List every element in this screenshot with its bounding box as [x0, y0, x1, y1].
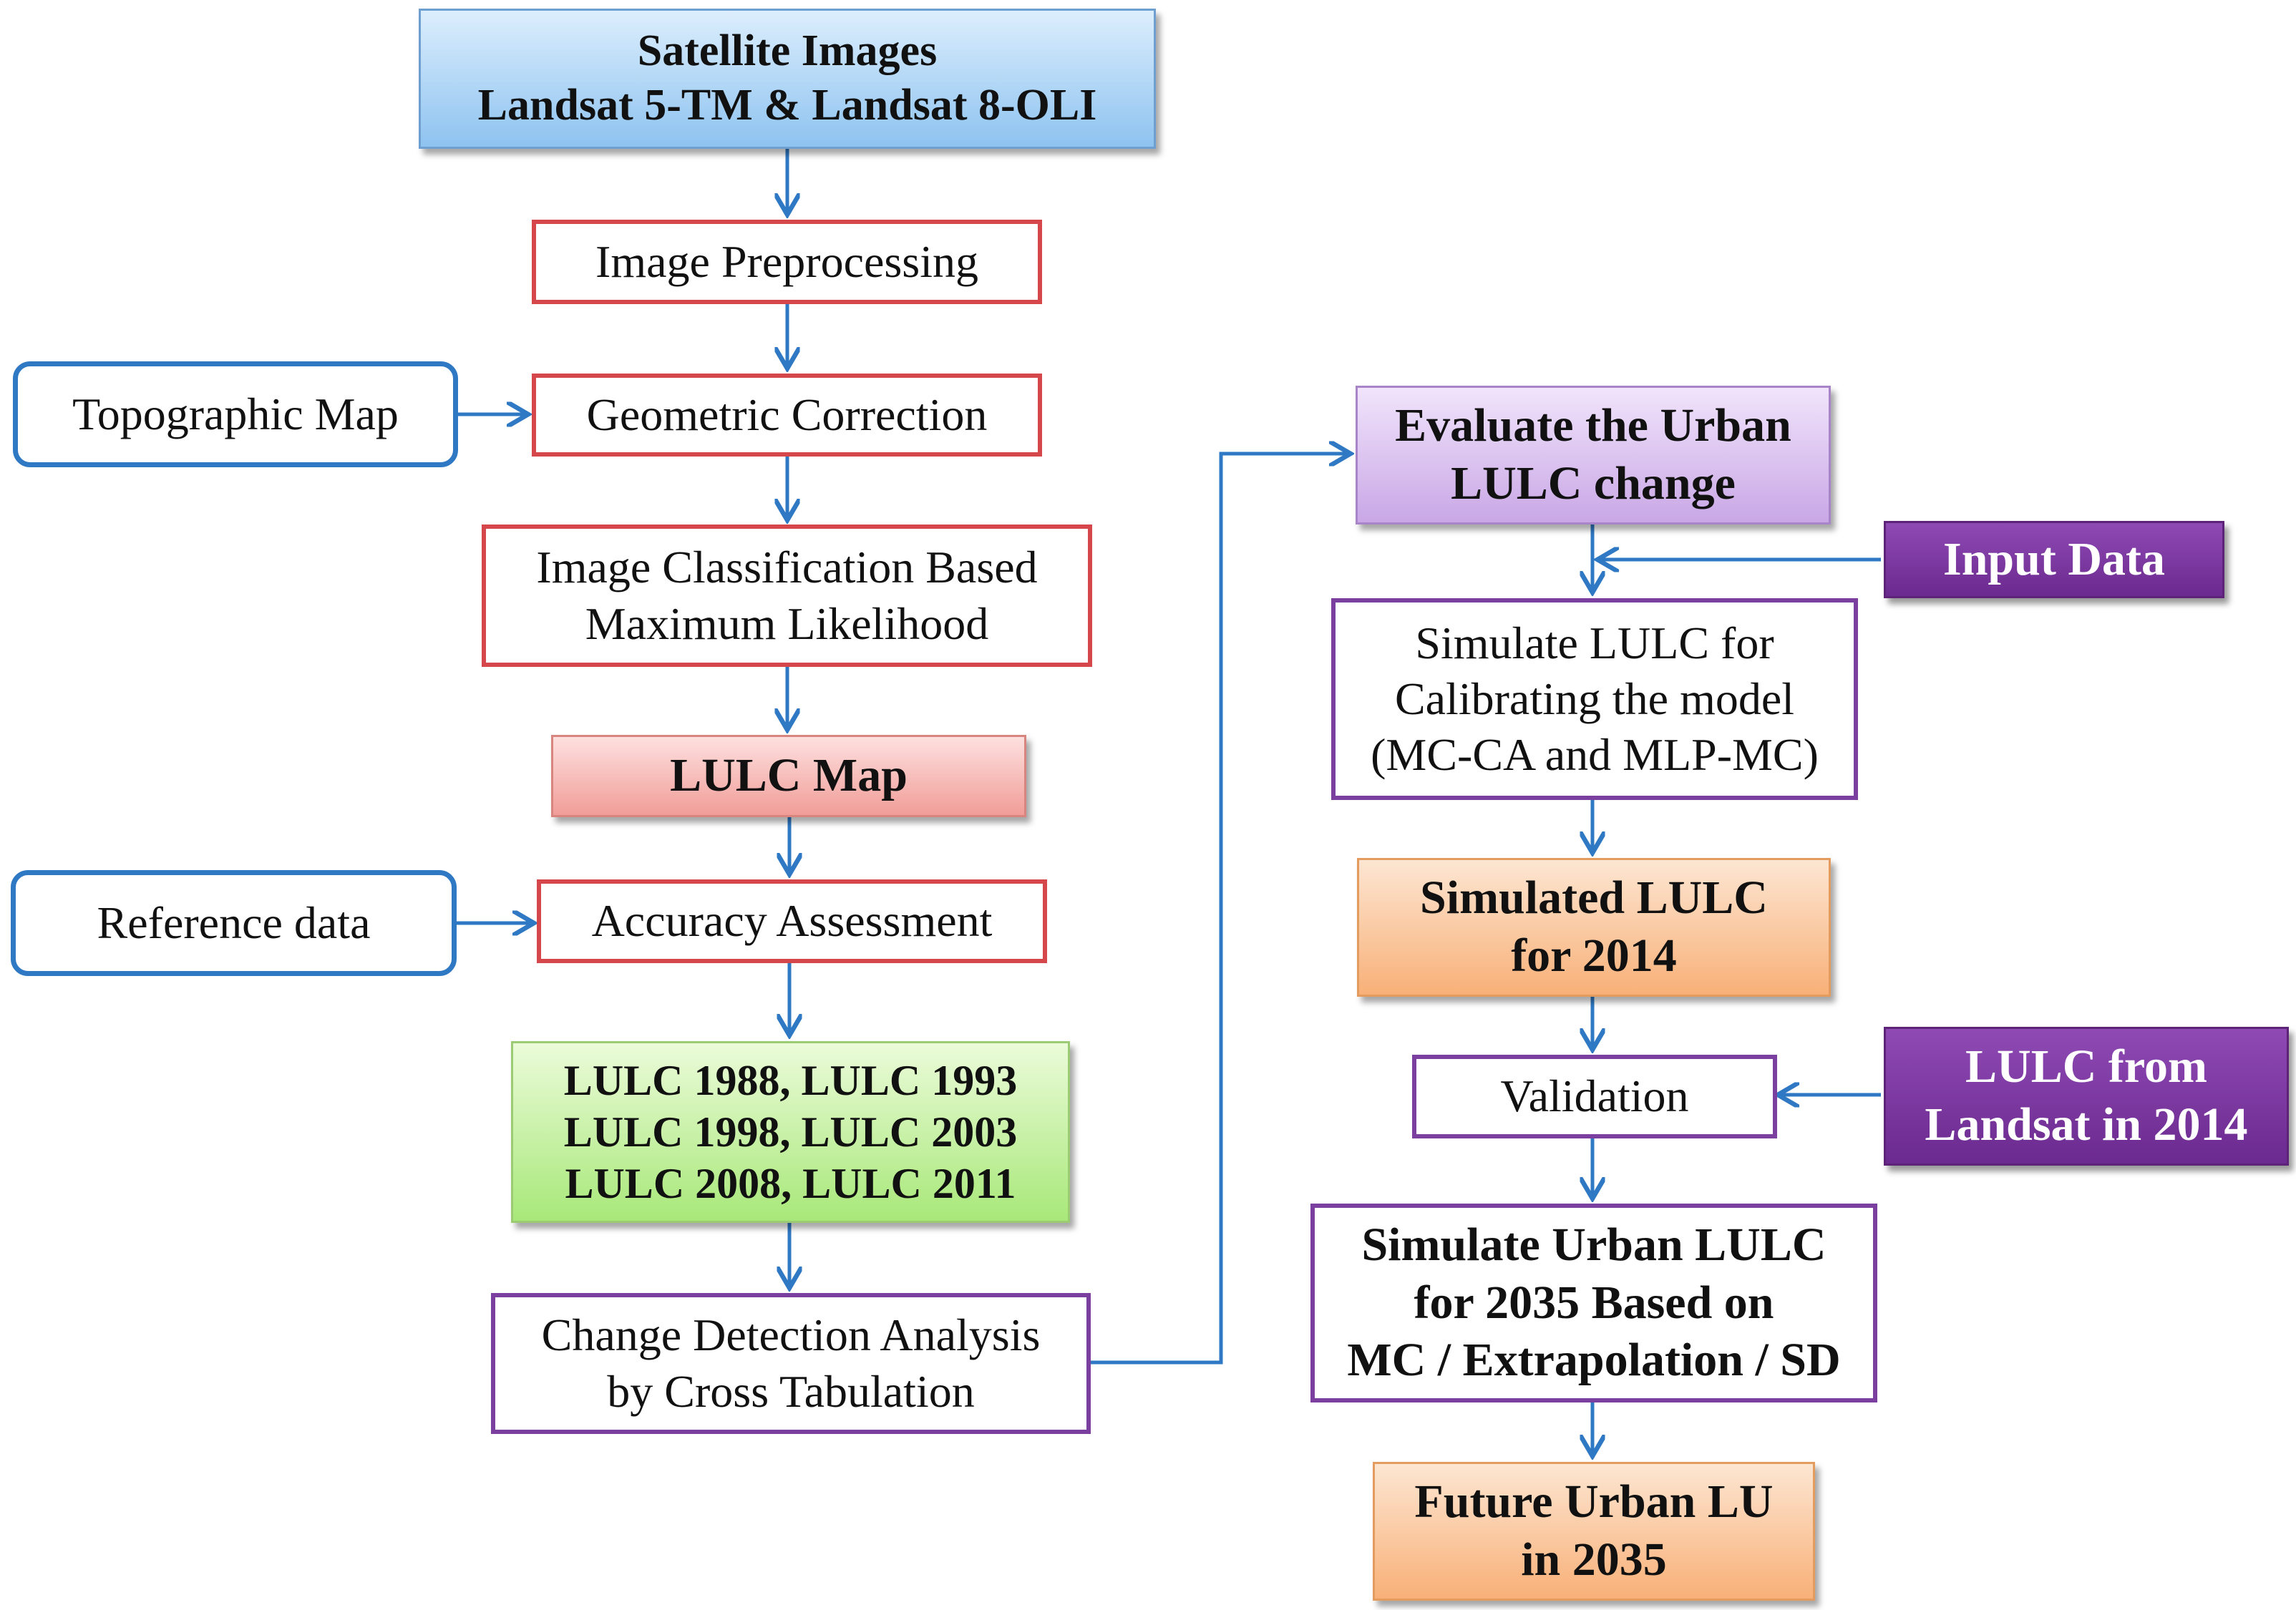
change-detection-line1: Change Detection Analysis [541, 1309, 1041, 1361]
change-detection-line2: by Cross Tabulation [607, 1365, 975, 1417]
input-data-box: Input Data [1884, 521, 2224, 598]
simulate-urban-2035-line1: Simulate Urban LULC [1361, 1219, 1826, 1272]
geometric-correction-box: Geometric Correction [532, 374, 1042, 457]
topographic-map-label: Topographic Map [72, 388, 399, 439]
satellite-images-title: Satellite Images [637, 26, 938, 76]
simulate-calibration-line2: Calibrating the model [1394, 673, 1795, 724]
simulated-2014-line2: for 2014 [1511, 930, 1677, 982]
evaluate-urban-box: Evaluate the Urban LULC change [1356, 386, 1831, 525]
lulc-years-line1: LULC 1988, LULC 1993 [563, 1057, 1018, 1104]
evaluate-urban-line2: LULC change [1451, 457, 1736, 509]
topographic-map-box: Topographic Map [13, 361, 458, 467]
future-urban-2035-line1: Future Urban LU [1414, 1475, 1774, 1528]
simulated-2014-box: Simulated LULC for 2014 [1357, 858, 1831, 997]
accuracy-assessment-box: Accuracy Assessment [537, 879, 1047, 963]
reference-data-label: Reference data [97, 897, 371, 948]
simulate-calibration-box: Simulate LULC for Calibrating the model … [1331, 598, 1858, 800]
simulate-urban-2035-box: Simulate Urban LULC for 2035 Based on MC… [1310, 1204, 1877, 1402]
validation-label: Validation [1500, 1070, 1689, 1122]
reference-data-box: Reference data [11, 870, 457, 976]
image-preprocessing-label: Image Preprocessing [595, 235, 978, 287]
input-data-label: Input Data [1943, 532, 2165, 585]
geometric-correction-label: Geometric Correction [586, 389, 988, 440]
simulate-urban-2035-line2: for 2035 Based on [1414, 1276, 1774, 1329]
change-detection-box: Change Detection Analysis by Cross Tabul… [491, 1293, 1091, 1434]
lulc-years-line3: LULC 2008, LULC 2011 [565, 1160, 1016, 1207]
simulated-2014-line1: Simulated LULC [1420, 872, 1768, 924]
arrow-changedetection-to-evaluate [1091, 454, 1351, 1365]
satellite-images-box: Satellite Images Landsat 5-TM & Landsat … [419, 9, 1156, 149]
image-preprocessing-box: Image Preprocessing [532, 220, 1042, 304]
simulate-calibration-line1: Simulate LULC for [1415, 617, 1774, 668]
simulate-urban-2035-line3: MC / Extrapolation / SD [1347, 1334, 1841, 1387]
image-classification-box: Image Classification Based Maximum Likel… [482, 525, 1092, 667]
landsat-2014-line2: Landsat in 2014 [1925, 1098, 2248, 1151]
accuracy-assessment-label: Accuracy Assessment [591, 895, 993, 947]
satellite-images-subtitle: Landsat 5-TM & Landsat 8-OLI [477, 81, 1097, 130]
evaluate-urban-line1: Evaluate the Urban [1395, 399, 1791, 452]
simulate-calibration-line3: (MC-CA and MLP-MC) [1371, 729, 1819, 781]
lulc-years-box: LULC 1988, LULC 1993 LULC 1998, LULC 200… [511, 1041, 1070, 1223]
validation-box: Validation [1412, 1055, 1777, 1138]
lulc-map-label: LULC Map [670, 749, 908, 802]
future-urban-2035-box: Future Urban LU in 2035 [1373, 1462, 1815, 1601]
image-classification-line2: Maximum Likelihood [585, 597, 989, 649]
future-urban-2035-line2: in 2035 [1521, 1533, 1667, 1586]
lulc-years-line2: LULC 1998, LULC 2003 [563, 1108, 1018, 1156]
landsat-2014-box: LULC from Landsat in 2014 [1884, 1027, 2289, 1166]
landsat-2014-line1: LULC from [1965, 1040, 2207, 1093]
lulc-map-box: LULC Map [551, 735, 1026, 817]
image-classification-line1: Image Classification Based [536, 542, 1038, 593]
